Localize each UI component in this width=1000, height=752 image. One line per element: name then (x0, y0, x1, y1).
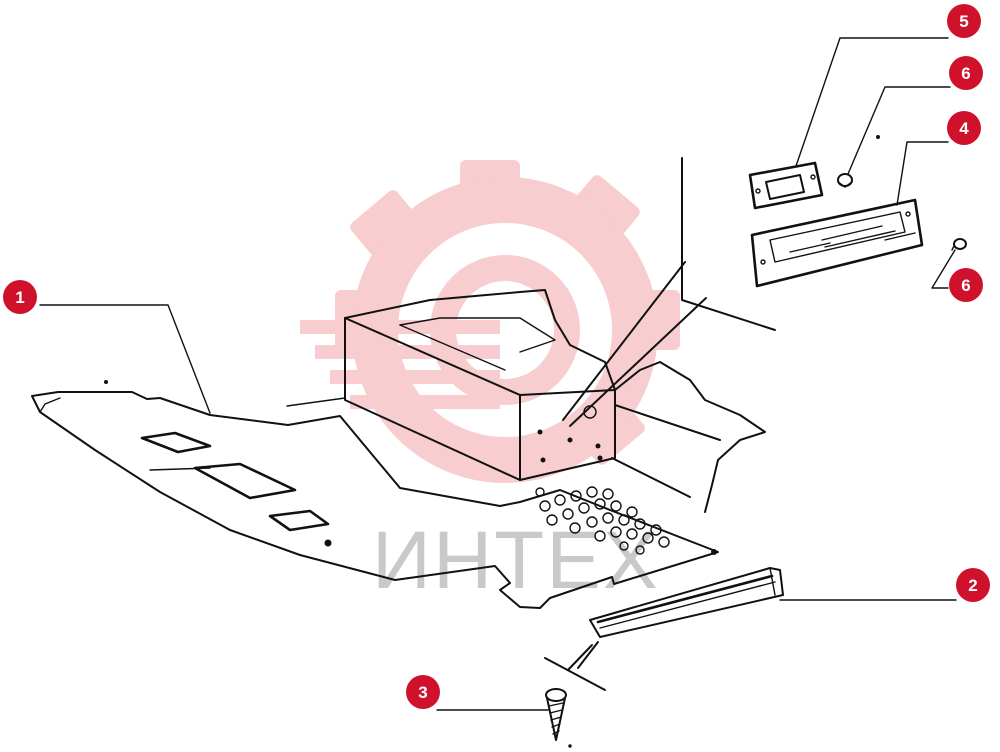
part-1-base-plate (31, 391, 719, 609)
watermark-text: ИНТЕХ (372, 515, 660, 606)
callout-2: 2 (956, 568, 990, 602)
leader-5 (795, 37, 949, 167)
leader-6b (931, 249, 956, 289)
callout-6b: 6 (949, 268, 983, 302)
part-2-rail (544, 567, 784, 691)
watermark-gear-icon (300, 160, 680, 483)
tunnel-box (286, 157, 776, 513)
callout-6a: 6 (949, 56, 983, 90)
part-4-name-plate (750, 198, 924, 288)
leader-lines (39, 37, 957, 711)
svg-text:3: 3 (418, 683, 427, 702)
perforation-holes (535, 486, 670, 555)
svg-text:2: 2 (968, 576, 977, 595)
leader-6a (847, 86, 951, 175)
svg-text:5: 5 (959, 12, 968, 31)
svg-text:1: 1 (15, 288, 24, 307)
part-5-small-plate (748, 161, 824, 210)
callout-3: 3 (406, 675, 440, 709)
leader-1 (39, 304, 211, 414)
part-3-screw (545, 688, 567, 741)
watermark: ИНТЕХ (300, 160, 680, 606)
callout-1: 1 (3, 280, 37, 314)
part-6-rivet-b (951, 238, 967, 251)
svg-text:4: 4 (959, 119, 969, 138)
callout-4: 4 (947, 111, 981, 145)
part-6-rivet-a (837, 173, 853, 188)
svg-text:6: 6 (961, 64, 970, 83)
svg-text:6: 6 (961, 276, 970, 295)
callout-5: 5 (947, 4, 981, 38)
leader-4 (896, 141, 949, 206)
